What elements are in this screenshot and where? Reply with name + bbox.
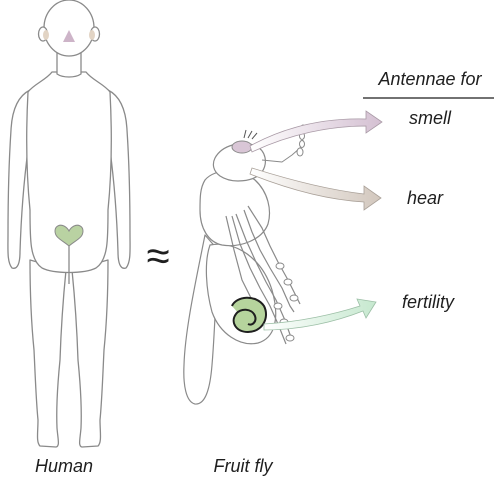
header-label: Antennae for [377,69,482,89]
fly-organ-icon [231,296,267,334]
fly-leg-back [225,215,253,301]
human-head [43,0,95,57]
approx-symbol: ≈ [146,232,169,279]
fly-leg-mid [235,213,293,341]
fly-thorax [199,170,271,247]
human-label: Human [35,456,93,476]
human-figure [7,0,131,448]
fly-eye-icon [231,140,253,154]
fly-leg-front-2 [243,209,295,313]
fertility-label: fertility [402,292,455,312]
fertility-arrow [263,298,377,331]
human-nose-mark [63,30,75,42]
hear-label: hear [407,188,444,208]
fly-label: Fruit fly [213,456,273,476]
human-left-arm [7,89,31,269]
human-organ-icon [54,224,84,247]
smell-label: smell [409,108,452,128]
hear-arrow [249,167,382,211]
fly-bristles-icon [243,129,258,140]
human-torso [26,71,112,274]
human-left-ear-mark [43,30,49,40]
smell-arrow [249,110,383,153]
human-right-ear-mark [89,30,95,40]
human-neck [56,51,82,78]
human-left-leg [29,259,67,448]
human-right-leg [71,259,109,448]
human-right-arm [107,89,131,269]
